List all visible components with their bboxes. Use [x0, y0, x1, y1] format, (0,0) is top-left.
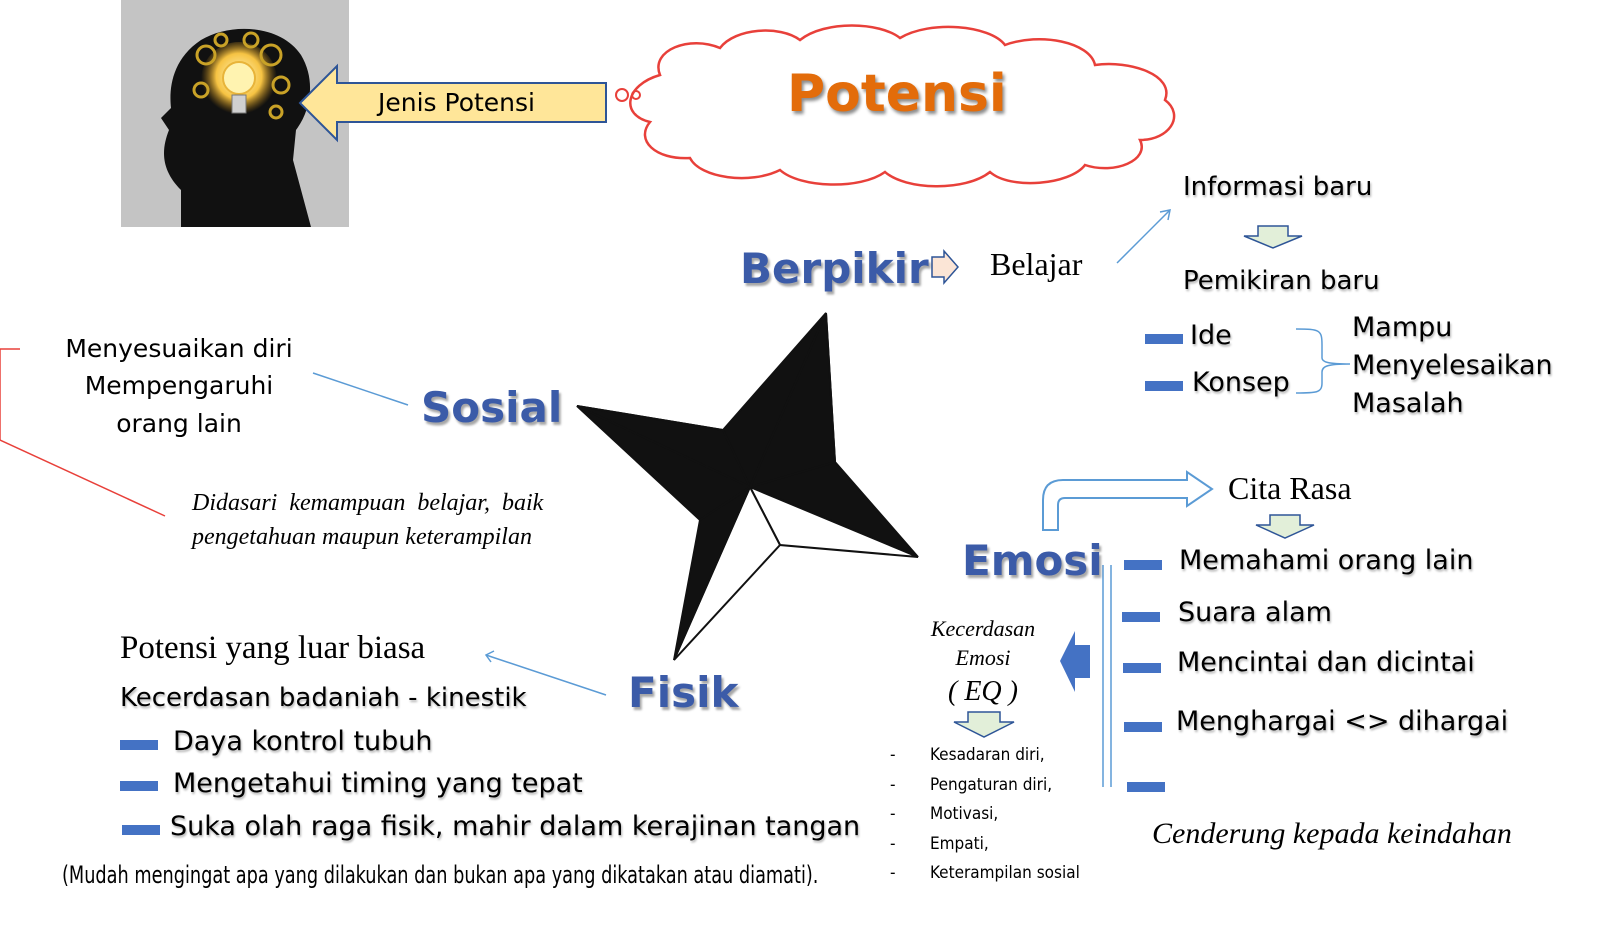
- emosi-item: Mencintai dan dicintai: [1177, 647, 1475, 678]
- cenderung-label: Cenderung kepada keindahan: [1152, 817, 1512, 850]
- bent-arrow-icon: [1042, 470, 1214, 531]
- fisik-item: Mengetahui timing yang tepat: [173, 768, 583, 799]
- page-title: Potensi: [787, 64, 1007, 124]
- sosial-desc-line: orang lain: [116, 409, 242, 438]
- dash-icon: -: [890, 745, 896, 765]
- down-arrow-icon: [953, 711, 1015, 738]
- dash-icon: -: [890, 774, 896, 795]
- eq-item: -Kesadaran diri,: [890, 741, 1080, 771]
- dasar-line: pengetahuan maupun keterampilan: [192, 524, 532, 550]
- bullet-icon: [1123, 663, 1161, 673]
- down-arrow-icon: [1243, 225, 1303, 249]
- dash-icon: -: [890, 863, 896, 883]
- bullet-icon: [1145, 334, 1183, 344]
- node-sosial: Sosial: [421, 383, 563, 432]
- bullet-icon: [120, 781, 158, 791]
- result-line: Mampu: [1352, 312, 1453, 343]
- result-line: Menyelesaikan: [1352, 350, 1553, 381]
- eq-item: -Empati,: [890, 830, 1080, 860]
- emosi-item: Menghargai <> dihargai: [1176, 706, 1509, 737]
- fisik-item: Daya kontrol tubuh: [173, 726, 433, 757]
- node-emosi: Emosi: [962, 536, 1103, 585]
- fisik-heading: Potensi yang luar biasa: [120, 630, 426, 666]
- sosial-desc-line: Mempengaruhi: [84, 371, 274, 400]
- fisik-subheading: Kecerdasan badaniah - kinestik: [120, 683, 527, 713]
- emosi-item: Suara alam: [1178, 597, 1332, 628]
- dasar-line: Didasari kemampuan belajar, baik: [192, 490, 544, 516]
- jenis-potensi-arrow: [298, 63, 607, 143]
- bullet-icon: [1122, 612, 1160, 622]
- down-arrow-icon: [1255, 514, 1315, 539]
- dash-icon: -: [890, 833, 896, 854]
- eq-item: -Keterampilan sosial: [890, 859, 1080, 889]
- kecerdasan-line: Emosi: [955, 645, 1011, 670]
- bullet-icon: [1124, 722, 1162, 732]
- emosi-item: Memahami orang lain: [1179, 545, 1474, 576]
- list-item: Ide: [1190, 320, 1232, 351]
- bullet-icon: [122, 825, 160, 835]
- kecerdasan-line: Kecerdasan: [930, 616, 1036, 641]
- bullet-icon: [120, 740, 158, 750]
- brace-icon: [1295, 328, 1351, 394]
- fisik-item: Suka olah raga fisik, mahir dalam keraji…: [170, 811, 861, 842]
- fisik-note: (Mudah mengingat apa yang dilakukan dan …: [62, 861, 819, 889]
- bullet-icon: [1127, 782, 1165, 792]
- eq-item: -Motivasi,: [890, 800, 1080, 830]
- informasi-baru-label: Informasi baru: [1183, 172, 1373, 202]
- dash-icon: -: [890, 804, 896, 824]
- node-berpikir: Berpikir: [740, 244, 929, 293]
- compass-star-icon: [576, 312, 919, 661]
- kecerdasan-line: ( EQ ): [948, 676, 1018, 707]
- bullet-icon: [1124, 560, 1162, 570]
- jenis-potensi-label: Jenis Potensi: [378, 88, 535, 117]
- cloud-shape: [629, 24, 1176, 188]
- eq-list: -Kesadaran diri, -Pengaturan diri, -Moti…: [890, 741, 1080, 889]
- pemikiran-baru-label: Pemikiran baru: [1183, 266, 1380, 296]
- berpikir-arrow-icon: [931, 249, 959, 285]
- eq-item: -Pengaturan diri,: [890, 771, 1080, 801]
- bullet-icon: [1145, 381, 1183, 391]
- node-fisik: Fisik: [628, 668, 739, 717]
- list-item: Konsep: [1192, 367, 1290, 398]
- belajar-label: Belajar: [990, 246, 1083, 282]
- sosial-desc-line: Menyesuaikan diri: [65, 334, 293, 363]
- left-arrow-icon: [1060, 631, 1090, 692]
- result-line: Masalah: [1352, 388, 1464, 419]
- cita-rasa-label: Cita Rasa: [1228, 470, 1352, 506]
